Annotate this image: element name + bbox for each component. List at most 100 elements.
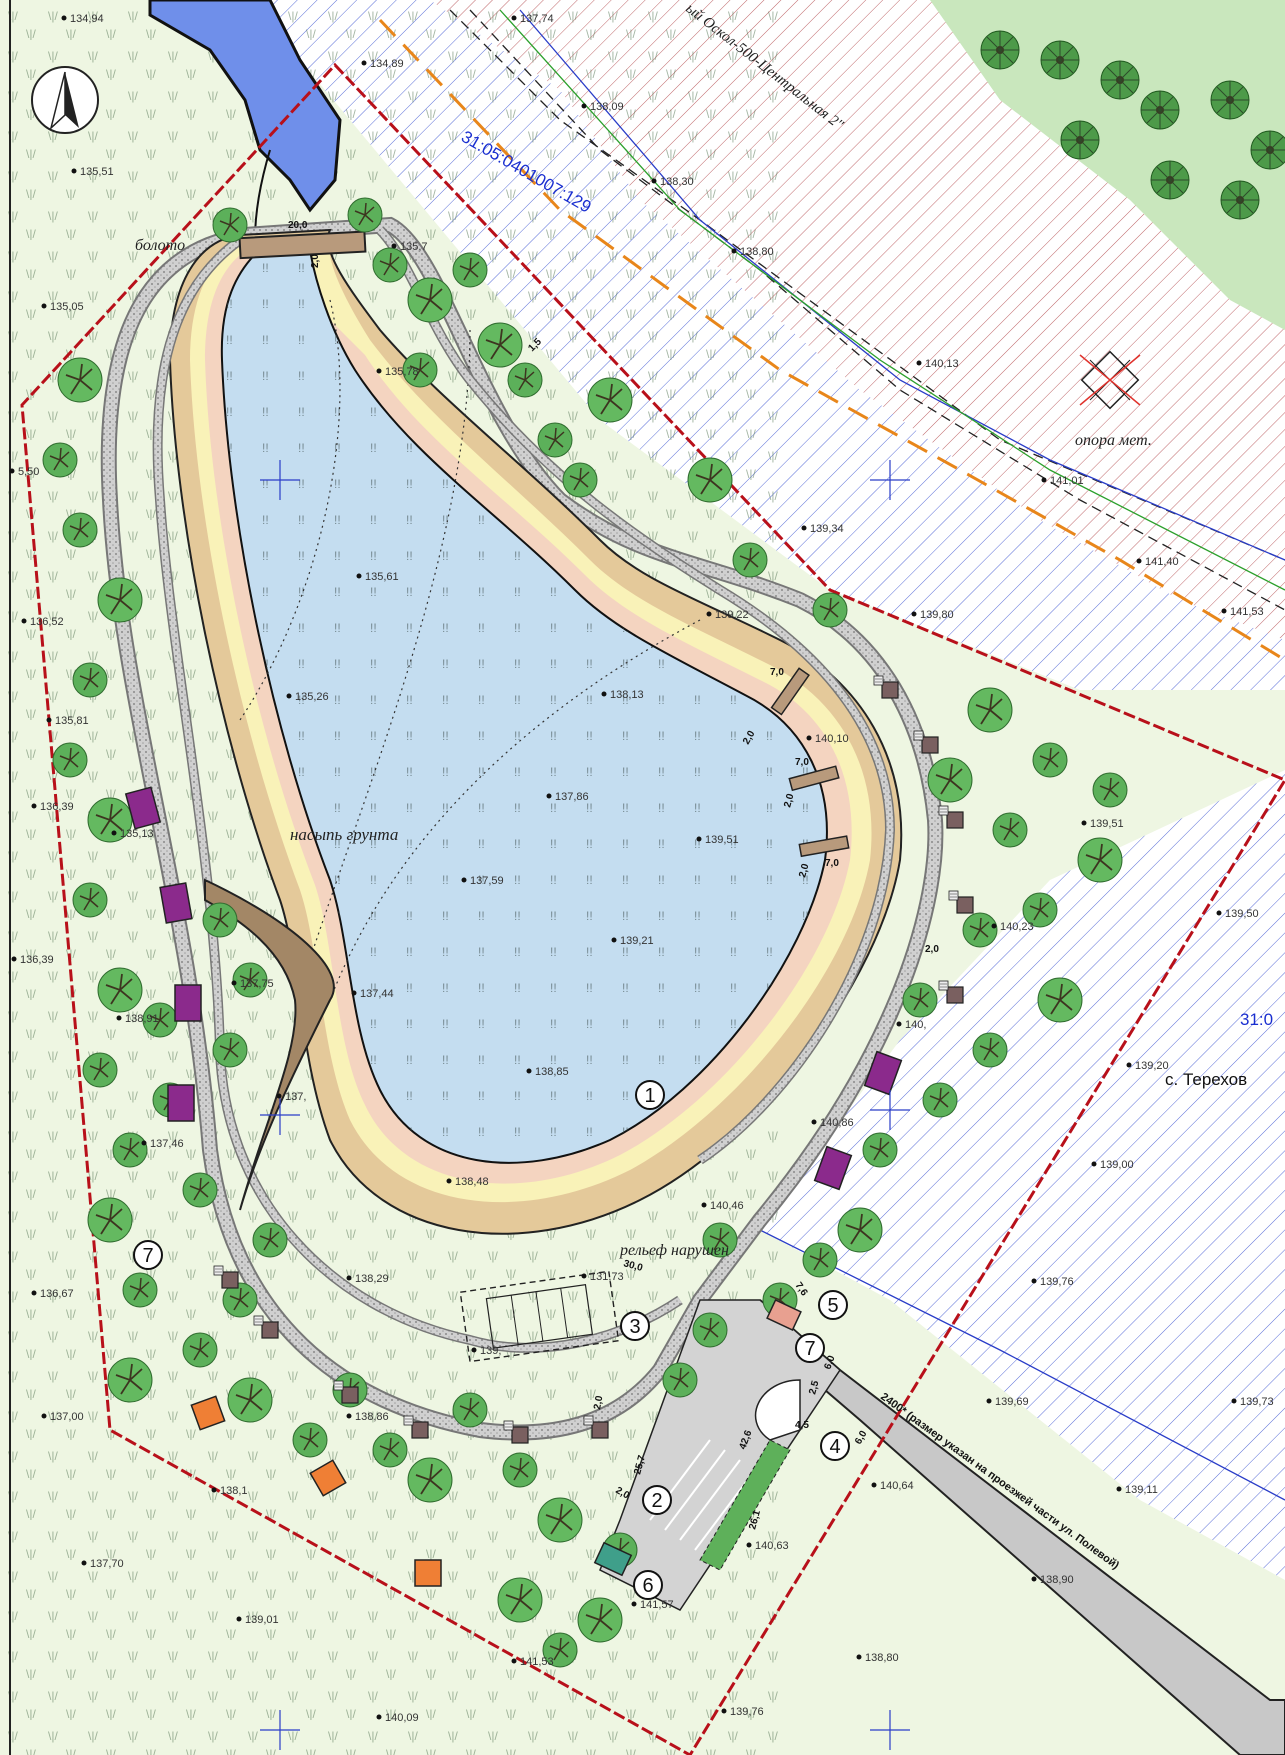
elevation-label: 137,74 <box>520 13 554 25</box>
elevation-label: 139,11 <box>1125 1484 1158 1496</box>
elevation-point <box>111 830 117 836</box>
elevation-label: 135,78 <box>385 366 419 378</box>
dimension-label: 7,0 <box>825 858 839 869</box>
elevation-point <box>461 877 467 883</box>
elevation-point <box>1041 477 1047 483</box>
black-dashed-line <box>449 9 1285 561</box>
dimension-label: 2,0 <box>310 254 321 268</box>
elevation-label: 139,80 <box>920 609 954 621</box>
elevation-label: 141,53 <box>520 1656 554 1668</box>
elevation-point <box>911 611 917 617</box>
elevation-point <box>916 360 922 366</box>
elevation-label: 139,22 <box>715 609 749 621</box>
elevation-point <box>806 735 812 741</box>
marker-circle <box>795 1333 825 1363</box>
elevation-point <box>546 793 552 799</box>
elevation-point <box>986 1398 992 1404</box>
elevation-point <box>601 691 607 697</box>
elevation-point <box>511 1658 517 1664</box>
site-boundary <box>20 62 1285 1755</box>
elevation-label: 138,90 <box>1040 1574 1074 1586</box>
elevation-point <box>9 468 15 474</box>
dimension-label: 2,5 <box>807 1379 821 1396</box>
elevation-labels: 134,94134,89137,74138,09138,30138,80135,… <box>9 13 1274 1724</box>
inner-path-east-gravel <box>377 227 894 1163</box>
marker-number: 2 <box>651 1490 662 1512</box>
parking-lines <box>649 1439 756 1551</box>
elevation-point <box>651 178 657 184</box>
elevation-label: 135,05 <box>50 301 84 313</box>
beach-sports-area <box>459 1270 620 1363</box>
dimension-label: 2,0 <box>797 862 811 879</box>
pier-2 <box>788 765 840 792</box>
elevation-label: 136,67 <box>40 1288 74 1300</box>
contour-3 <box>329 619 701 1001</box>
elevation-label: 135,81 <box>55 715 89 727</box>
elevation-point <box>1126 1062 1132 1068</box>
elevation-point <box>346 1413 352 1419</box>
dimension-label: 7,0 <box>795 757 809 768</box>
elevation-label: 139,01 <box>245 1614 279 1626</box>
elevation-label: 137,86 <box>555 791 589 803</box>
elevation-point <box>391 243 397 249</box>
support-label: опора мет. <box>1075 432 1152 449</box>
contour-1 <box>239 299 341 721</box>
marker-circle <box>633 1570 663 1600</box>
elevation-point <box>801 525 807 531</box>
elevation-point <box>1091 1161 1097 1167</box>
marker-circle <box>820 1431 850 1461</box>
elevation-point <box>856 1654 862 1660</box>
elevation-label: 140,10 <box>815 733 849 745</box>
elevation-point <box>871 1482 877 1488</box>
elevation-point <box>376 1714 382 1720</box>
elevation-label: 138,86 <box>355 1411 389 1423</box>
marker-circle <box>635 1080 665 1110</box>
blue-line-east <box>759 1229 1285 1501</box>
contour-2 <box>299 329 471 991</box>
pond-water-texture <box>221 245 827 1163</box>
elevation-point <box>611 937 617 943</box>
marker-number: 7 <box>142 1245 153 1267</box>
dimension-label: 7,0 <box>770 667 784 678</box>
elevation-label: 134,94 <box>70 13 104 25</box>
elevation-point <box>1116 1486 1122 1492</box>
parking-lot <box>599 1299 841 1611</box>
elevation-label: 139,00 <box>1100 1159 1134 1171</box>
elevation-label: 140,64 <box>880 1480 914 1492</box>
elevation-point <box>361 60 367 66</box>
swamp-label: болото <box>135 237 185 254</box>
earth-fill-ramp <box>204 878 335 1211</box>
elevation-label: 136,39 <box>20 954 54 966</box>
elevation-point <box>31 1290 37 1296</box>
elevation-label: 137, <box>285 1091 306 1103</box>
dimension-label: 2,0 <box>592 1394 605 1410</box>
elevation-label: 138,30 <box>660 176 694 188</box>
marker-circle <box>642 1485 672 1515</box>
elevation-point <box>696 836 702 842</box>
elevation-point <box>276 1093 282 1099</box>
village-label: с. Терехов <box>1165 1070 1247 1089</box>
elevation-label: 139,21 <box>620 935 654 947</box>
elevation-label: 140,86 <box>820 1117 854 1129</box>
elevation-point <box>21 618 27 624</box>
elevation-label: 140,46 <box>710 1200 744 1212</box>
marker-number: 3 <box>629 1316 640 1338</box>
kiosks <box>190 1299 802 1587</box>
elevation-point <box>471 1347 477 1353</box>
marker-number: 6 <box>642 1575 653 1597</box>
elevation-label: 138,85 <box>535 1066 569 1078</box>
pier-3 <box>798 835 850 858</box>
elevation-point <box>721 1708 727 1714</box>
elevation-point <box>746 1542 752 1548</box>
park-area <box>930 0 1285 330</box>
pier-1 <box>770 667 810 716</box>
elevation-label: 137,59 <box>470 875 504 887</box>
dimension-label: 6,0 <box>822 1354 837 1371</box>
elevation-point <box>1031 1278 1037 1284</box>
elevation-point <box>731 248 737 254</box>
elevation-label: 136,39 <box>40 801 74 813</box>
elevation-point <box>701 1202 707 1208</box>
elevation-label: 139, <box>480 1345 501 1357</box>
